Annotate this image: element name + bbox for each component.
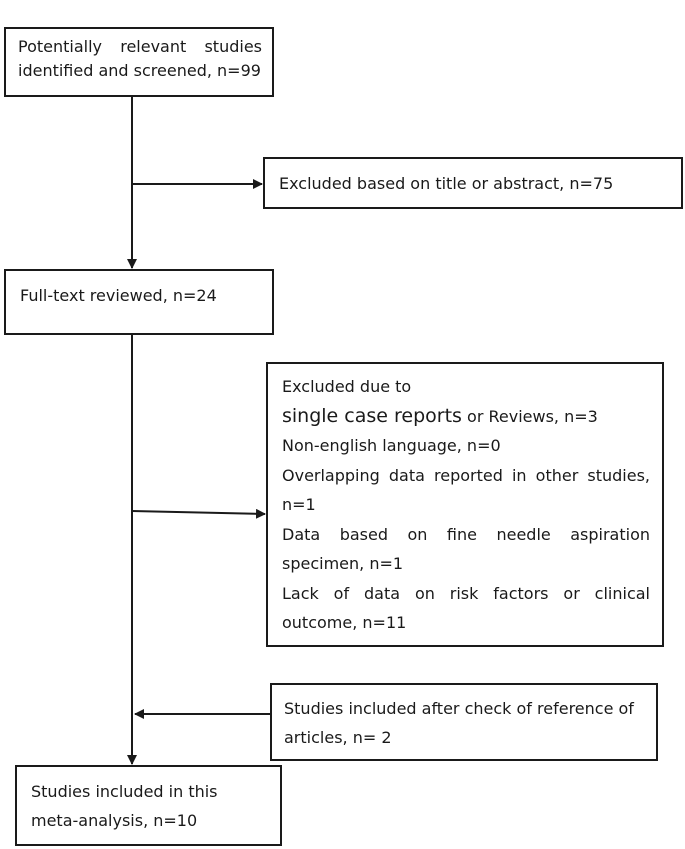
box-included-after-check: Studies included after check of referenc… — [270, 683, 658, 761]
box-final: Studies included in this meta-analysis, … — [15, 765, 282, 846]
final-line-1: Studies included in this — [31, 782, 218, 801]
included-after-check-line-2: articles, n= 2 — [284, 728, 392, 747]
identified-line-1: Potentially relevant studies — [18, 37, 262, 56]
box-excluded-due: Excluded due to single case reports or R… — [266, 362, 664, 647]
excluded-title-text: Excluded based on title or abstract, n=7… — [279, 174, 614, 193]
excluded-due-heading: Excluded due to — [282, 377, 412, 396]
fulltext-text: Full-text reviewed, n=24 — [20, 286, 217, 305]
box-excluded-title: Excluded based on title or abstract, n=7… — [263, 157, 683, 209]
arrow-to-excluded-due — [131, 508, 266, 519]
excluded-reason-lack-data-count: outcome, n=11 — [282, 613, 407, 632]
excluded-reason-lack-data: Lack of data on risk factors or clinical — [282, 583, 650, 603]
final-line-2: meta-analysis, n=10 — [31, 811, 198, 830]
identified-line-2: identified and screened, n=99 — [18, 61, 261, 80]
excluded-reason-overlapping-count: n=1 — [282, 495, 316, 514]
excluded-reason-overlapping: Overlapping data reported in other studi… — [282, 465, 650, 485]
excluded-reason-fna: Data based on fine needle aspiration — [282, 524, 650, 544]
box-fulltext: Full-text reviewed, n=24 — [4, 269, 274, 335]
single-case-label: single case reports — [282, 404, 462, 427]
excluded-reason-single-case: single case reports or Reviews, n=3 — [282, 402, 650, 432]
reviews-label: or Reviews, n=3 — [461, 406, 598, 426]
excluded-reason-language: Non-english language, n=0 — [282, 436, 501, 455]
included-after-check-line-1: Studies included after check of referenc… — [284, 699, 634, 718]
box-identified: Potentially relevant studies identified … — [4, 27, 274, 97]
excluded-reason-fna-count: specimen, n=1 — [282, 554, 404, 573]
